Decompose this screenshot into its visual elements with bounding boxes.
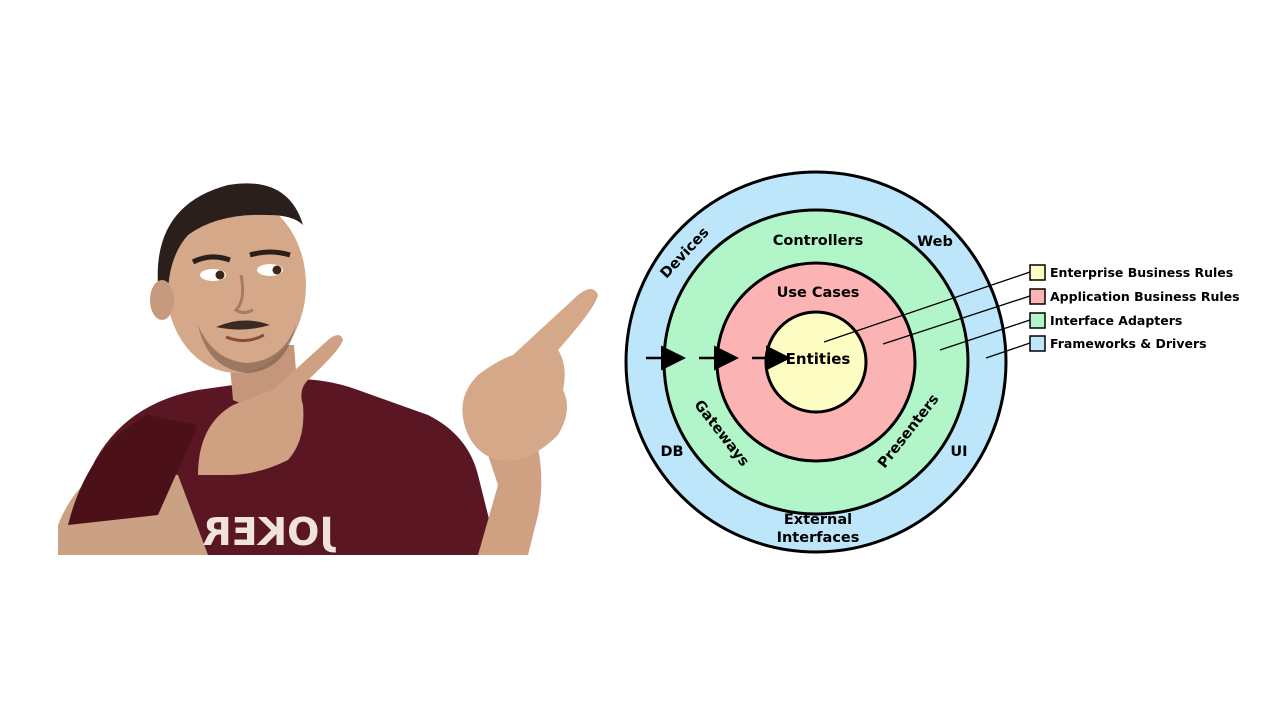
external-label-line1: External — [784, 512, 852, 528]
web-label: Web — [917, 234, 953, 250]
legend-swatch-frameworks — [1029, 335, 1046, 352]
ui-label: UI — [950, 444, 967, 460]
beard — [198, 325, 296, 373]
leader-line-frameworks — [985, 342, 1031, 359]
legend-label-enterprise: Enterprise Business Rules — [1050, 265, 1233, 280]
legend: Enterprise Business Rules Application Bu… — [1029, 264, 1240, 352]
right-hand — [462, 289, 598, 461]
hair — [157, 183, 303, 290]
sleeve-left — [68, 415, 198, 525]
leader-line-use-cases — [882, 295, 1031, 345]
legend-label-frameworks: Frameworks & Drivers — [1050, 336, 1207, 351]
eyebrow-left — [191, 254, 231, 265]
shirt-text: JOKER — [202, 510, 336, 554]
eyebrow-right — [249, 249, 291, 258]
mouth — [225, 333, 265, 342]
legend-label-application: Application Business Rules — [1050, 289, 1240, 304]
legend-swatch-enterprise — [1029, 264, 1046, 281]
nose — [233, 274, 254, 314]
head — [166, 197, 306, 373]
use-cases-label: Use Cases — [777, 285, 860, 301]
legend-swatch-adapters — [1029, 312, 1046, 329]
person-photo: JOKER — [58, 183, 598, 555]
left-hand — [198, 335, 343, 475]
ear — [150, 280, 174, 320]
external-label-line2: Interfaces — [777, 530, 860, 546]
leader-line-adapters — [939, 319, 1031, 351]
leader-line-entities — [823, 271, 1031, 343]
entities-label: Entities — [786, 350, 851, 368]
db-label: DB — [660, 444, 683, 460]
controllers-label: Controllers — [773, 233, 864, 249]
legend-swatch-application — [1029, 288, 1046, 305]
mustache — [216, 320, 270, 330]
legend-label-adapters: Interface Adapters — [1050, 313, 1182, 328]
